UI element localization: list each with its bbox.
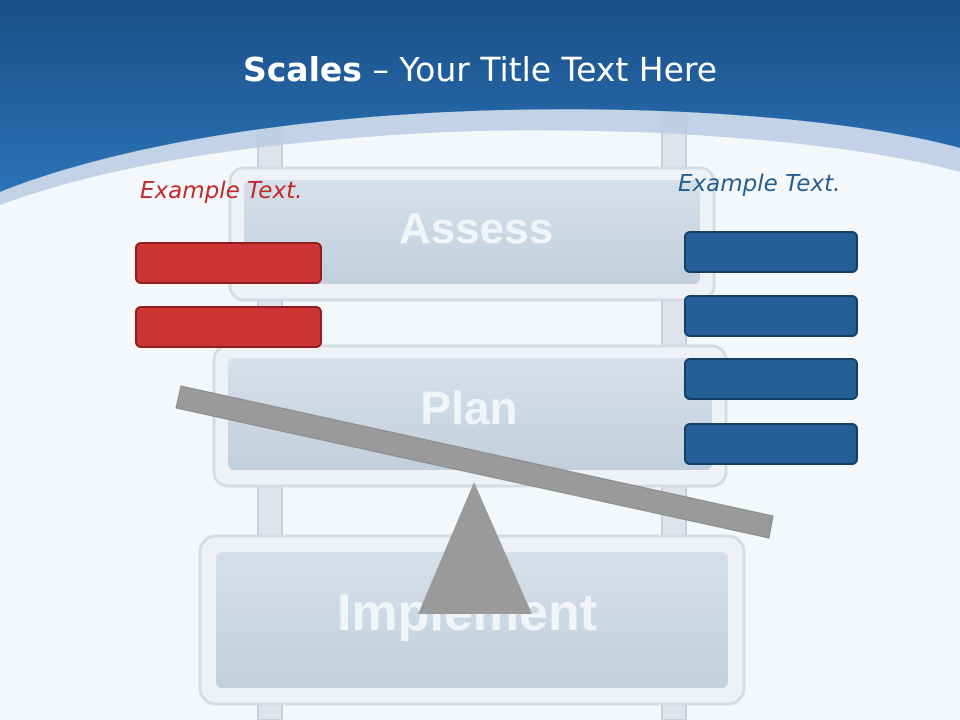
scale-beam bbox=[175, 385, 774, 539]
sign-plan-text: Plan bbox=[420, 382, 517, 434]
right-bar-3 bbox=[684, 358, 858, 400]
scale-fulcrum bbox=[418, 482, 532, 614]
slide-title: Scales – Your Title Text Here bbox=[0, 50, 960, 89]
left-bar-1 bbox=[135, 242, 322, 284]
title-rest-text: – Your Title Text Here bbox=[361, 50, 718, 89]
right-bar-2 bbox=[684, 295, 858, 337]
sign-assess-text: Assess bbox=[399, 204, 553, 253]
left-example-label: Example Text. bbox=[140, 178, 303, 204]
title-bold-text: Scales bbox=[242, 50, 362, 89]
right-bar-1 bbox=[684, 231, 858, 273]
right-example-label: Example Text. bbox=[678, 171, 841, 197]
left-bar-2 bbox=[135, 306, 322, 348]
header-band bbox=[0, 0, 960, 192]
sign-implement-panel bbox=[216, 552, 728, 688]
sign-assess-panel bbox=[244, 180, 700, 284]
header-swoosh bbox=[0, 109, 960, 205]
right-bar-4 bbox=[684, 423, 858, 465]
